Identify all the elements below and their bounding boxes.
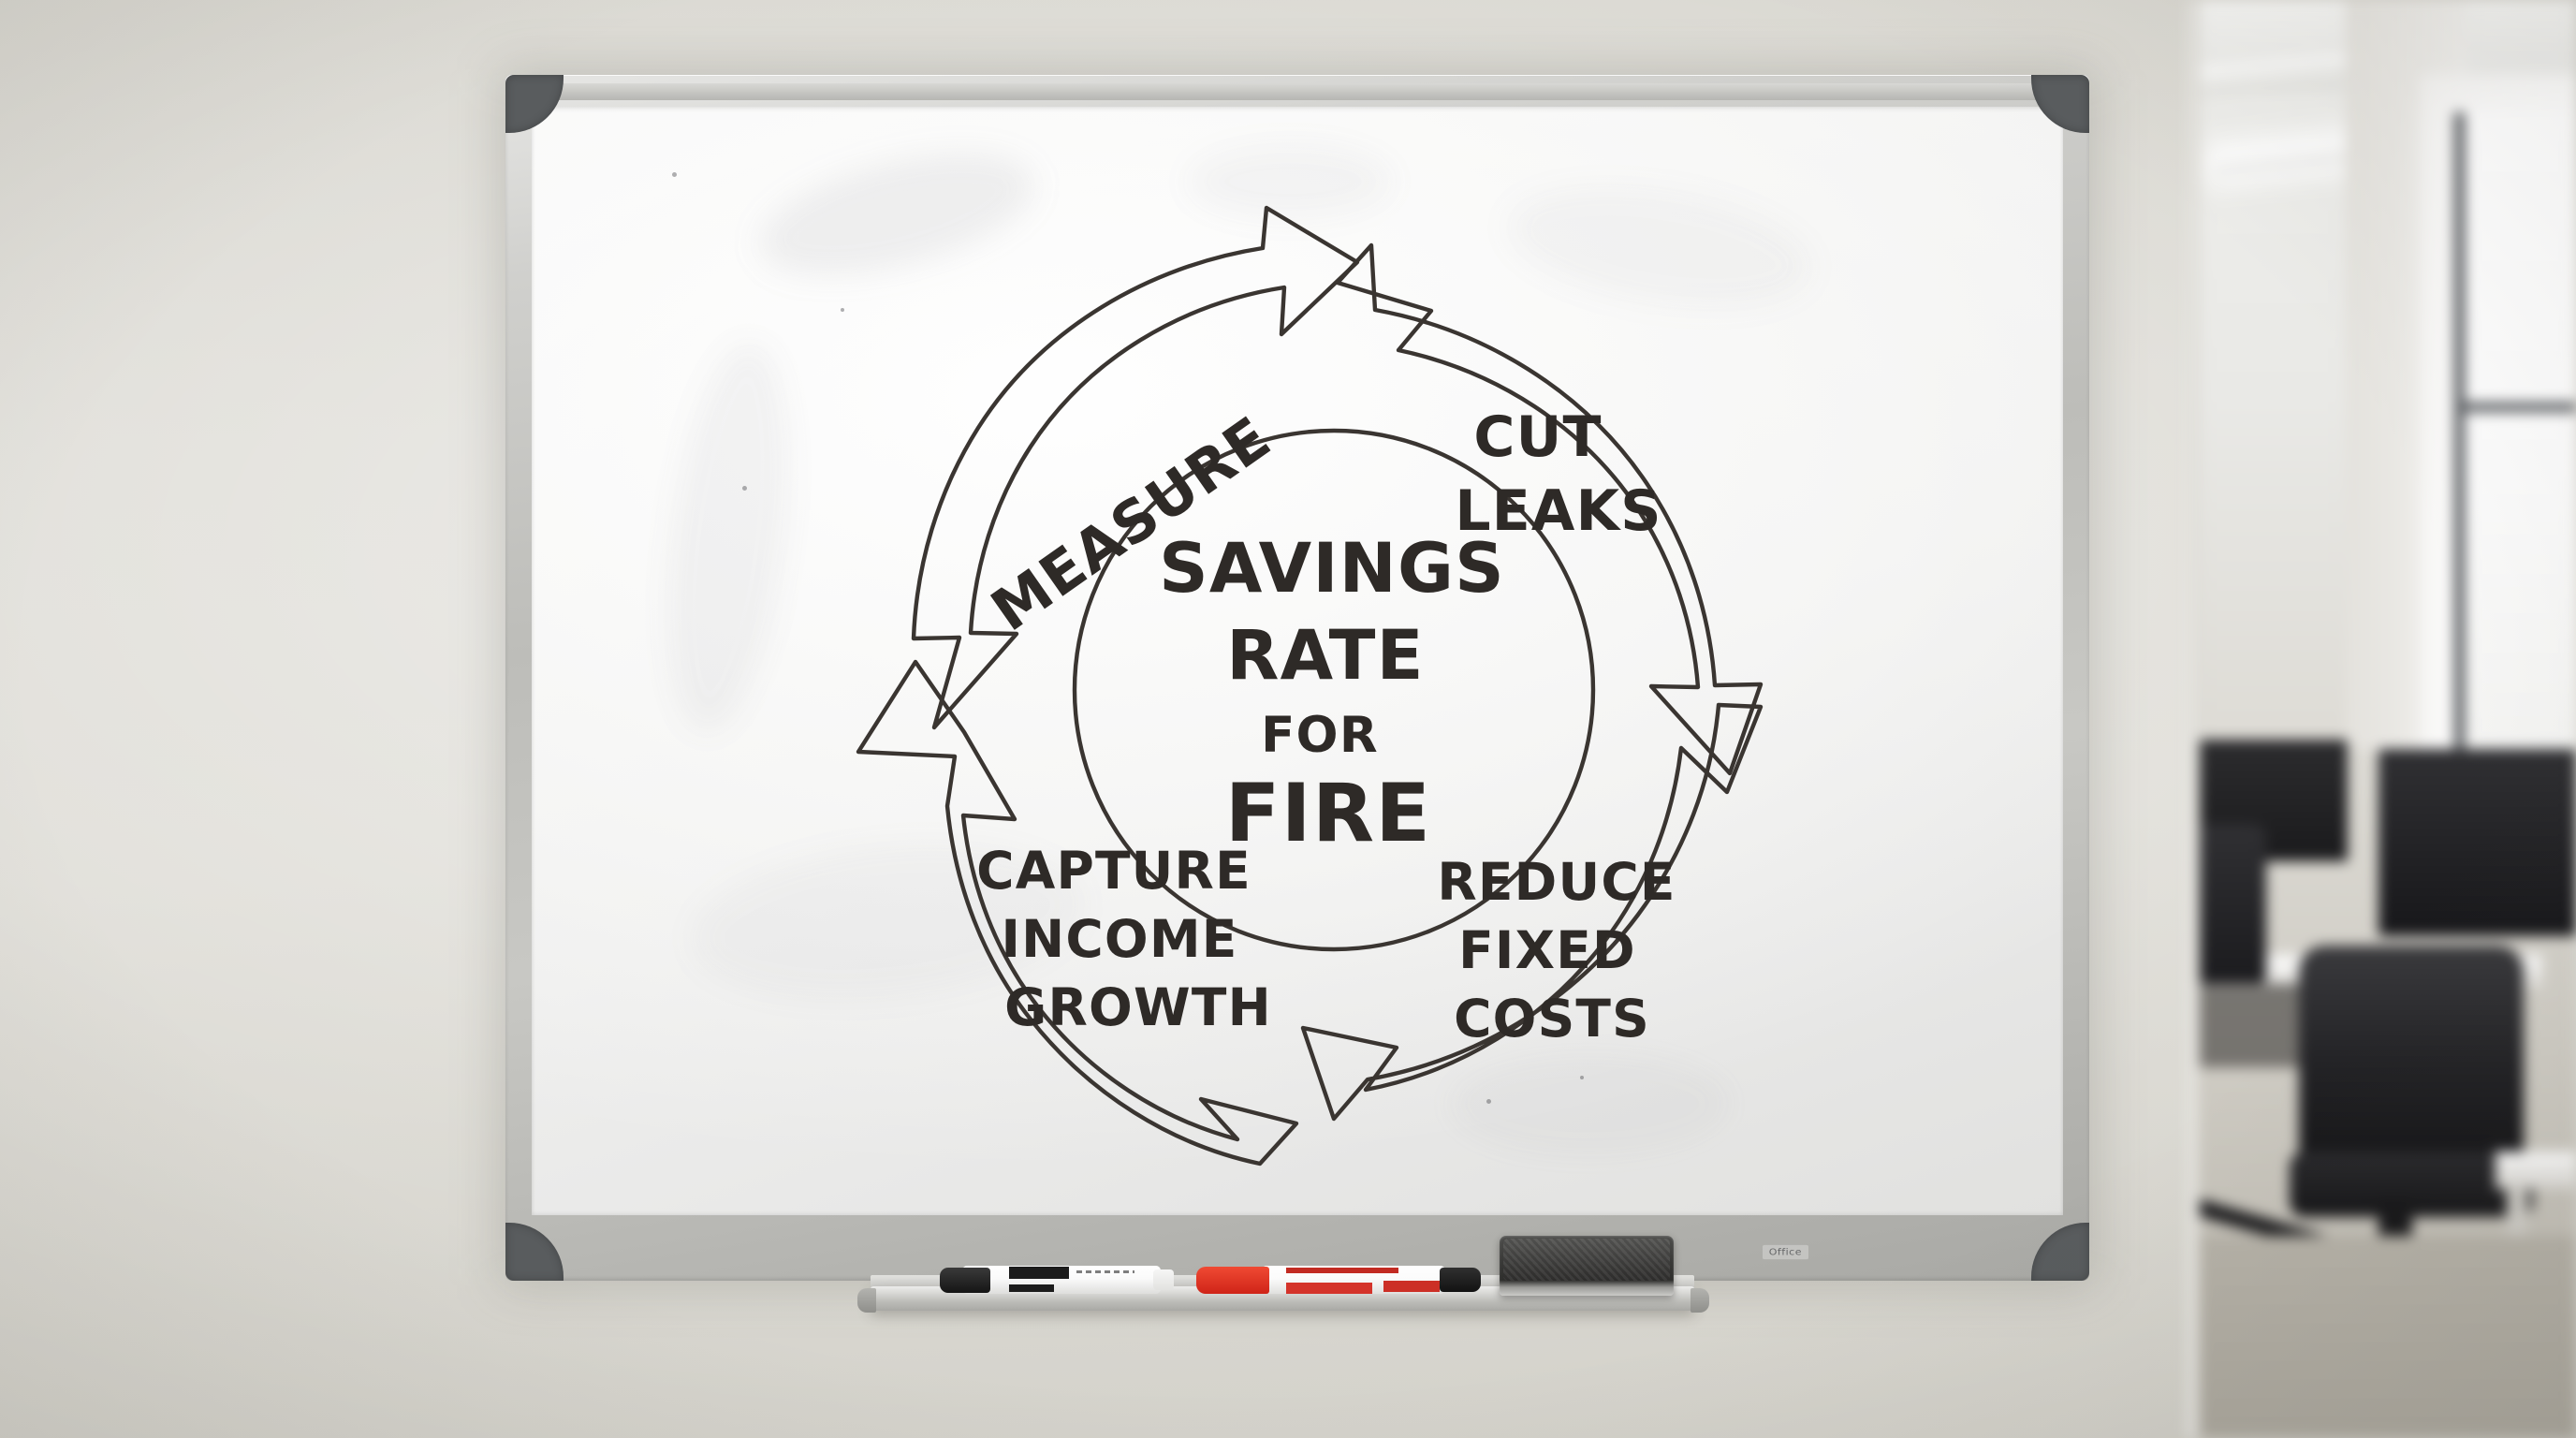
window-mullion-vertical: [2454, 112, 2465, 824]
hub-line-for: FOR: [1261, 707, 1379, 764]
hub-circle: [1072, 428, 1596, 952]
red-marker-band: [1286, 1283, 1372, 1294]
monitor-front: [2378, 749, 2576, 936]
window-glass: [2458, 112, 2576, 824]
office-chair-rear: [2187, 824, 2266, 983]
whiteboard-brand-label: Office: [1762, 1244, 1808, 1260]
whiteboard-eraser[interactable]: [1500, 1236, 1674, 1296]
speck: [672, 172, 677, 177]
step-cut-leaks-line-2: LEAKS: [1455, 478, 1661, 544]
red-marker-label: [1383, 1281, 1440, 1292]
pen-tray-endcap-right: [1690, 1288, 1709, 1313]
arrow-cut-leaks: [1335, 242, 1764, 776]
ghost-smudge: [648, 335, 809, 740]
ghost-smudge: [1187, 144, 1393, 219]
step-reduce-line-1: REDUCE: [1437, 852, 1676, 912]
arrow-measure: [911, 205, 1360, 730]
office-chair-front-back: [2299, 946, 2524, 1189]
speck: [1580, 1076, 1584, 1079]
hub-line-savings: SAVINGS: [1159, 529, 1505, 609]
step-reduce-line-2: FIXED: [1458, 920, 1636, 980]
speck: [742, 486, 747, 491]
eraser-felt: [1503, 1239, 1670, 1281]
arrow-capture-income-growth: [856, 659, 1299, 1167]
black-marker-band: [1009, 1267, 1069, 1279]
black-marker-band: [1009, 1284, 1054, 1292]
hub-line-fire: FIRE: [1225, 767, 1432, 860]
speck: [841, 308, 844, 312]
step-cut-leaks-line-1: CUT: [1473, 404, 1602, 470]
whiteboard[interactable]: SAVINGS RATE FOR FIRE MEASURE CUT LEAKS …: [505, 75, 2089, 1281]
red-marker-cap[interactable]: [1196, 1267, 1269, 1294]
step-capture-line-1: CAPTURE: [976, 841, 1251, 901]
ghost-smudge: [1449, 1052, 1730, 1155]
office-background: [2187, 0, 2576, 1438]
window-mullion-horizontal: [2464, 403, 2576, 412]
arrow-reduce-fixed-costs: [1300, 702, 1764, 1122]
office-floor: [2187, 1236, 2576, 1438]
step-capture-line-2: INCOME: [1001, 909, 1237, 969]
red-marker-barrel-end: [1440, 1268, 1481, 1292]
black-marker-cap[interactable]: [940, 1268, 990, 1293]
whiteboard-surface[interactable]: SAVINGS RATE FOR FIRE MEASURE CUT LEAKS …: [532, 107, 2063, 1215]
hub-line-rate: RATE: [1226, 616, 1425, 696]
black-marker-barrel-end: [1153, 1269, 1174, 1290]
step-reduce-line-3: COSTS: [1454, 989, 1650, 1049]
pen-tray-endcap-left: [857, 1288, 876, 1313]
black-marker-print: [1076, 1270, 1134, 1273]
step-capture-line-3: GROWTH: [1004, 977, 1272, 1037]
whiteboard-frame-top-rail: [519, 83, 2076, 100]
red-marker-band: [1286, 1268, 1398, 1273]
speck: [1486, 1099, 1491, 1104]
desk-front: [2496, 1152, 2576, 1189]
savings-rate-cycle-diagram: SAVINGS RATE FOR FIRE MEASURE CUT LEAKS …: [841, 200, 1833, 1174]
doorway-edge: [2187, 0, 2200, 1438]
